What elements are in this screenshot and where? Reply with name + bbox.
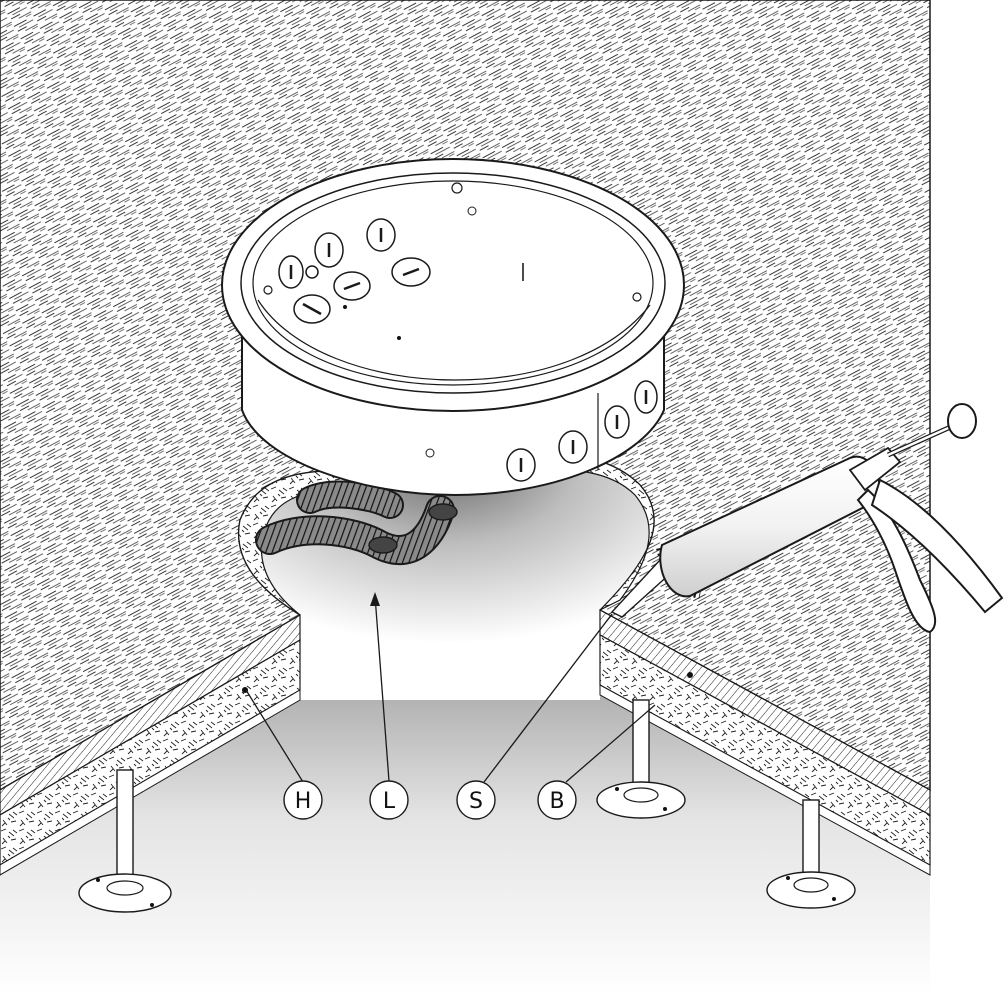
caulking-gun: [610, 403, 1004, 634]
right-floor-panel-edge: [599, 608, 931, 876]
left-floor-panel-edge: [0, 613, 301, 876]
callout-L-label: L: [383, 789, 396, 814]
pedestal-right: [766, 799, 856, 909]
callout-L: L: [369, 780, 409, 820]
callout-B: B: [537, 780, 577, 820]
leader-lines: [245, 592, 656, 783]
pedestal-left: [78, 769, 172, 913]
callout-S-label: S: [469, 789, 483, 814]
callout-H: H: [283, 780, 323, 820]
callout-H-label: H: [295, 789, 312, 814]
conduit-hoses: [255, 480, 458, 565]
callout-B-label: B: [549, 789, 564, 814]
floor-cutout: [238, 453, 655, 700]
pedestal-center: [596, 699, 686, 819]
callout-S: S: [456, 780, 496, 820]
floor-box: [221, 158, 685, 497]
